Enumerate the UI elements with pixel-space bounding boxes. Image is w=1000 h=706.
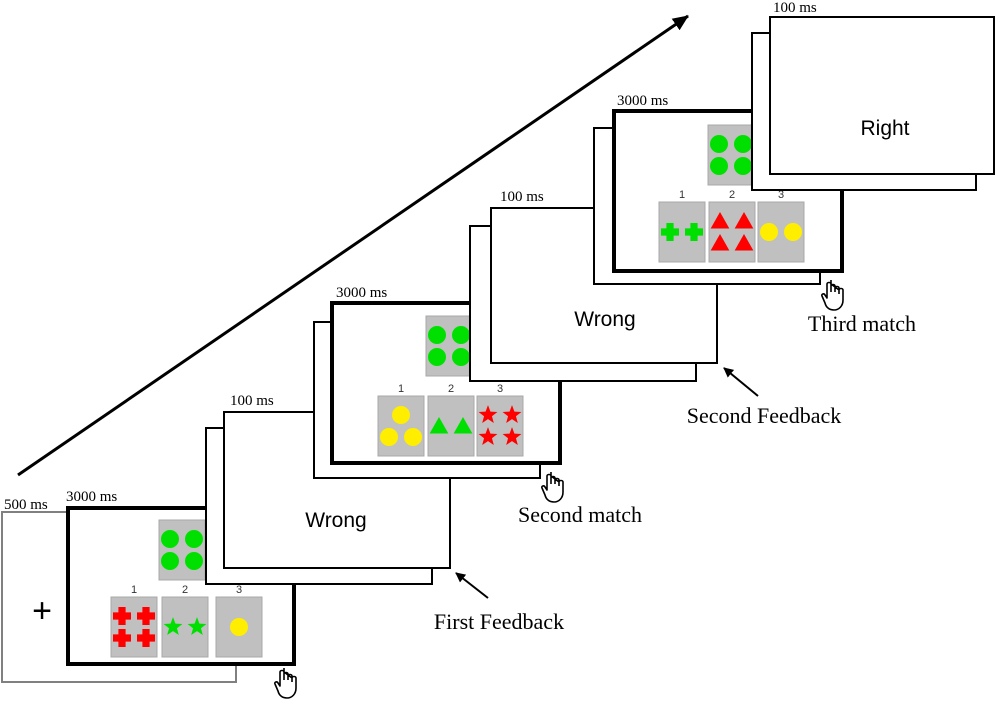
triangle-symbol [734, 212, 754, 229]
cross-symbol [137, 607, 155, 625]
triangle-symbol [453, 417, 473, 434]
circle-symbol [161, 530, 179, 548]
feedback-2-label: Second Feedback [687, 403, 842, 428]
cross-symbol [137, 629, 155, 647]
circle-symbol [380, 428, 398, 446]
feedback-1-duration: 100 ms [230, 393, 274, 409]
cross-symbol [113, 629, 131, 647]
feedback-1-text: Wrong [305, 509, 366, 532]
stimulus-card [708, 201, 756, 263]
stimulus-card [476, 395, 524, 457]
timeline-arrow [17, 14, 689, 477]
circle-symbol [185, 552, 203, 570]
cross-symbol [661, 223, 679, 241]
match-2-label: Second match [518, 502, 642, 527]
feedback-2-duration: 100 ms [500, 189, 544, 205]
match-3-target-card [707, 124, 755, 186]
cross-symbol [685, 223, 703, 241]
circle-symbol [734, 157, 752, 175]
star-symbol [163, 617, 183, 636]
match-1-choice-cards: 1 2 3 [110, 584, 263, 658]
stimulus-card [158, 519, 206, 581]
stimulus-card [658, 201, 706, 263]
circle-symbol [428, 326, 446, 344]
stimulus-card [427, 395, 475, 457]
match-1-target-card [158, 519, 206, 581]
circle-symbol [404, 428, 422, 446]
match-3-label: Third match [808, 311, 916, 336]
feedback-1-arrow [455, 572, 489, 599]
circle-symbol [784, 223, 802, 241]
hand-pointer-icon [274, 668, 297, 699]
star-symbol [478, 405, 498, 424]
circle-symbol [452, 348, 470, 366]
match-2-choice-cards: 1 2 3 [377, 383, 524, 457]
hand-pointer-icon [821, 280, 844, 311]
feedback-2-text: Wrong [574, 308, 635, 331]
match-3-choice-cards: 1 2 3 [658, 189, 805, 263]
feedback-1-label: First Feedback [434, 609, 564, 634]
star-symbol [478, 427, 498, 446]
fixation-duration: 500 ms [4, 497, 48, 513]
circle-symbol [428, 348, 446, 366]
match-3-duration: 3000 ms [617, 93, 668, 109]
card-number: 2 [448, 383, 454, 395]
star-symbol [187, 617, 207, 636]
star-symbol [502, 405, 522, 424]
circle-symbol [185, 530, 203, 548]
triangle-symbol [734, 234, 754, 251]
feedback-3-text: Right [860, 117, 909, 140]
triangle-symbol [710, 212, 730, 229]
circle-symbol [710, 135, 728, 153]
circle-symbol [760, 223, 778, 241]
stimulus-card [425, 315, 473, 377]
circle-symbol [452, 326, 470, 344]
triangle-symbol [710, 234, 730, 251]
stimulus-card [377, 395, 425, 457]
hand-pointer-icon [541, 472, 564, 503]
triangle-symbol [429, 417, 449, 434]
circle-symbol [230, 618, 248, 636]
feedback-2-arrow [723, 367, 759, 397]
stimulus-card [161, 596, 209, 658]
card-number: 1 [679, 189, 685, 201]
feedback-3-duration: 100 ms [773, 0, 817, 16]
card-number: 3 [236, 584, 242, 596]
feedback-screen-3: 100 ms Right [751, 0, 995, 191]
stimulus-card [110, 596, 158, 658]
card-number: 3 [497, 383, 503, 395]
match-2-target-card [425, 315, 473, 377]
cross-symbol [113, 607, 131, 625]
circle-symbol [161, 552, 179, 570]
card-number: 3 [778, 189, 784, 201]
circle-symbol [392, 406, 410, 424]
match-screen-1: 3000 ms 1 2 3 [66, 489, 297, 699]
card-number: 1 [131, 584, 137, 596]
star-symbol [502, 427, 522, 446]
match-1-duration: 3000 ms [66, 489, 117, 505]
match-2-duration: 3000 ms [336, 285, 387, 301]
circle-symbol [734, 135, 752, 153]
card-number: 2 [182, 584, 188, 596]
card-number: 1 [398, 383, 404, 395]
stimulus-card [757, 201, 805, 263]
fixation-cross: + [32, 592, 52, 630]
card-number: 2 [729, 189, 735, 201]
stimulus-card [707, 124, 755, 186]
circle-symbol [710, 157, 728, 175]
stimulus-card [215, 596, 263, 658]
